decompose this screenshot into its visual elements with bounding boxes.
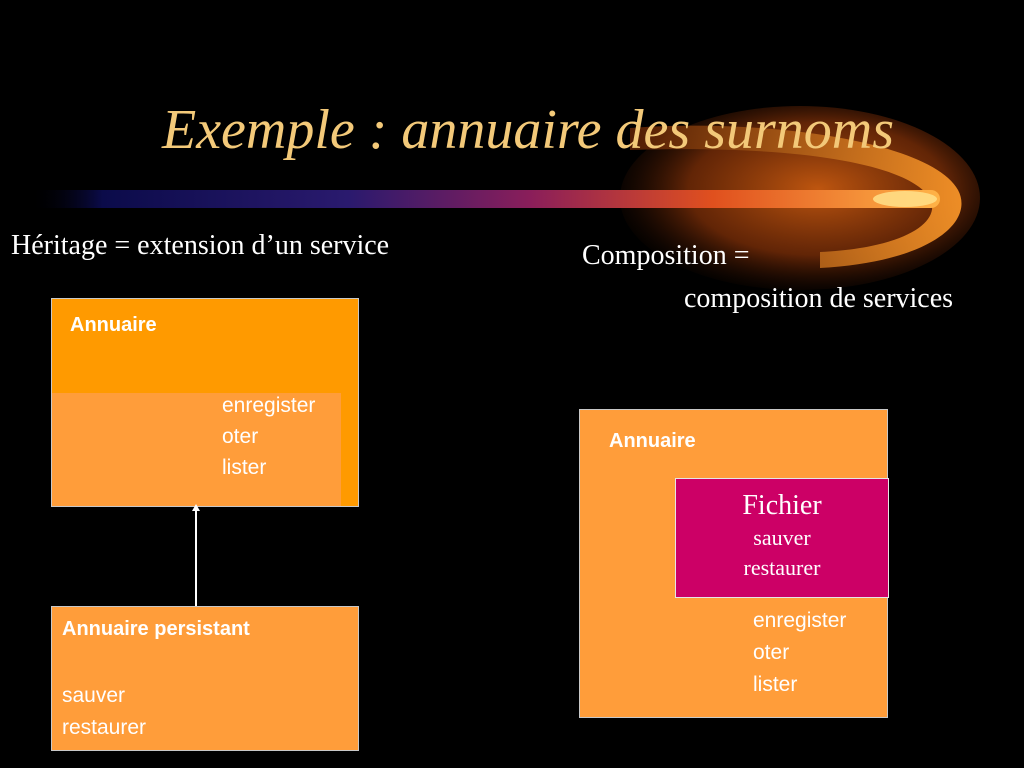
composition-heading-line1: Composition =: [582, 240, 750, 271]
comet-bar: [30, 190, 940, 208]
composite-annuaire-name: Annuaire: [609, 430, 696, 452]
operation-item: sauver: [62, 684, 126, 707]
fichier-component-name: Fichier: [742, 490, 822, 521]
composite-annuaire-box: Annuaire Fichier sauver restaurer enregi…: [579, 409, 889, 718]
slide-title: Exemple : annuaire des surnoms: [161, 99, 895, 161]
comet-highlight: [873, 191, 937, 207]
operation-item: oter: [753, 641, 790, 664]
annuaire-persistant-class-box: Annuaire persistant sauver restaurer: [51, 606, 359, 751]
annuaire-operations: enregister oter lister: [222, 390, 315, 483]
annuaire-class-box: Annuaire enregister oter lister: [51, 298, 359, 507]
heritage-heading: Héritage = extension d’un service: [11, 230, 390, 261]
operation-item: enregister: [753, 609, 847, 632]
fichier-component-box: Fichier sauver restaurer: [675, 478, 889, 598]
operation-item: restaurer: [62, 716, 147, 739]
fichier-operation-item: restaurer: [743, 555, 821, 580]
operation-item: lister: [222, 456, 267, 479]
annuaire-operations-panel: [52, 393, 341, 506]
composition-heading-line2: composition de services: [684, 283, 954, 314]
annuaire-class-name: Annuaire: [70, 314, 157, 336]
inheritance-connector: [195, 509, 197, 606]
fichier-operation-item: sauver: [753, 525, 811, 550]
composite-annuaire-operations: enregister oter lister: [753, 605, 846, 701]
operation-item: lister: [753, 673, 798, 696]
operation-item: enregister: [222, 394, 316, 417]
inheritance-arrowhead: [192, 504, 200, 511]
comet-rim: [630, 125, 962, 268]
annuaire-persistant-operations: sauver restaurer: [62, 680, 146, 744]
annuaire-persistant-class-name: Annuaire persistant: [62, 618, 250, 640]
operation-item: oter: [222, 425, 259, 448]
